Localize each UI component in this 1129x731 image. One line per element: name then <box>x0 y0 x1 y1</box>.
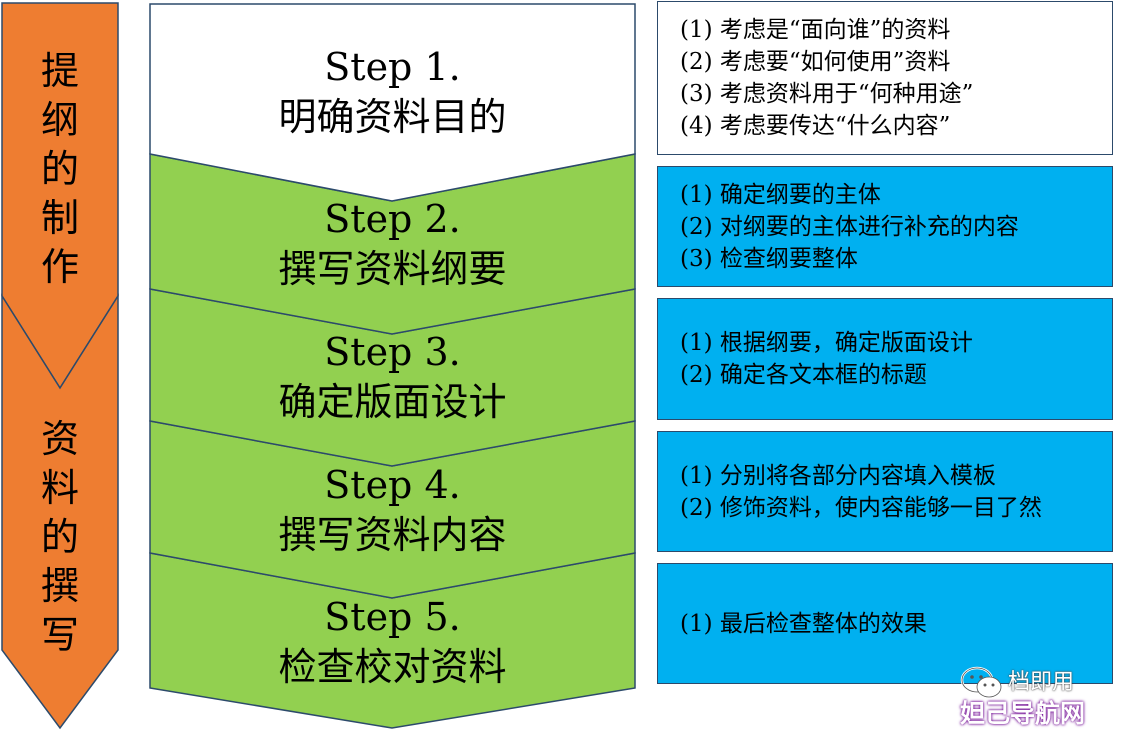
detail-line: (1) 最后检查整体的效果 <box>680 610 927 637</box>
step-label: Step 3. <box>324 330 461 374</box>
step-text-4: Step 4. 撰写资料内容 <box>150 460 635 560</box>
detail-box-5: (1) 最后检查整体的效果 <box>657 563 1113 684</box>
step-shape-1 <box>149 3 636 202</box>
watermark: 档即用 妲己导航网 <box>960 664 1110 728</box>
phase-char: 提 <box>40 49 79 93</box>
detail-line: (4) 考虑要传达“什么内容” <box>680 113 951 139</box>
step-title: 明确资料目的 <box>278 95 507 139</box>
phase-char: 写 <box>40 613 79 657</box>
phase-char: 资 <box>40 417 79 461</box>
step-title: 确定版面设计 <box>278 380 507 424</box>
phase-arrow-writing <box>1 293 119 730</box>
detail-line: (2) 修饰资料，使内容能够一目了然 <box>680 494 1042 521</box>
detail-line: (1) 确定纲要的主体 <box>680 181 881 208</box>
step-text-1: Step 1. 明确资料目的 <box>150 42 635 142</box>
phase-char: 撰 <box>40 564 79 608</box>
phase-char: 纲 <box>40 98 79 142</box>
step-label: Step 4. <box>324 463 461 507</box>
detail-line: (2) 考虑要“如何使用”资料 <box>680 49 951 75</box>
phase-label-writing: 资 料 的 撰 写 <box>2 415 118 660</box>
step-text-2: Step 2. 撰写资料纲要 <box>150 194 635 294</box>
watermark-text-bottom: 妲己导航网 <box>960 699 1086 728</box>
phase-char: 的 <box>40 147 79 191</box>
detail-line: (3) 检查纲要整体 <box>680 245 858 272</box>
phase-label-planning: 提 纲 的 制 作 <box>2 47 118 292</box>
step-label: Step 2. <box>324 197 461 241</box>
detail-box-1: (1) 考虑是“面向谁”的资料 (2) 考虑要“如何使用”资料 (3) 考虑资料… <box>657 1 1113 155</box>
step-title: 检查校对资料 <box>278 645 507 689</box>
step-text-3: Step 3. 确定版面设计 <box>150 327 635 427</box>
detail-line: (1) 根据纲要，确定版面设计 <box>680 330 973 356</box>
wechat-icon <box>960 666 1002 698</box>
step-title: 撰写资料内容 <box>278 513 507 557</box>
detail-line: (3) 考虑资料用于“何种用途” <box>680 81 974 107</box>
detail-line: (1) 考虑是“面向谁”的资料 <box>680 17 951 43</box>
detail-line: (2) 确定各文本框的标题 <box>680 362 927 388</box>
phase-char: 制 <box>40 196 79 240</box>
detail-box-2: (1) 确定纲要的主体 (2) 对纲要的主体进行补充的内容 (3) 检查纲要整体 <box>657 166 1113 287</box>
detail-box-3: (1) 根据纲要，确定版面设计 (2) 确定各文本框的标题 <box>657 298 1113 420</box>
step-title: 撰写资料纲要 <box>278 247 507 291</box>
step-label: Step 1. <box>324 45 461 89</box>
detail-box-4: (1) 分别将各部分内容填入模板 (2) 修饰资料，使内容能够一目了然 <box>657 431 1113 552</box>
step-label: Step 5. <box>324 595 461 639</box>
phase-char: 的 <box>40 515 79 559</box>
phase-char: 作 <box>40 245 79 289</box>
step-text-5: Step 5. 检查校对资料 <box>150 592 635 692</box>
detail-line: (2) 对纲要的主体进行补充的内容 <box>680 213 1019 240</box>
phase-char: 料 <box>40 466 79 510</box>
watermark-text-top: 档即用 <box>1008 670 1075 695</box>
detail-line: (1) 分别将各部分内容填入模板 <box>680 462 996 489</box>
